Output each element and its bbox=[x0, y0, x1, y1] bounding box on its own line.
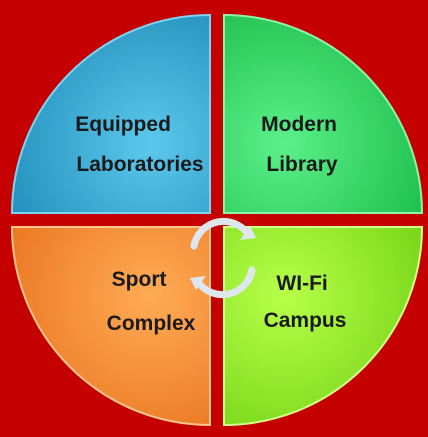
quadrant-bottom-left-label: Sport Complex bbox=[107, 268, 196, 335]
quadrant-bottom-left bbox=[10, 226, 211, 427]
quadrant-bottom-left-line-2: Complex bbox=[107, 312, 196, 335]
quadrant-top-right-line-2: Library bbox=[266, 153, 338, 176]
circular-arrows-icon bbox=[190, 217, 256, 299]
quadrant-bottom-right-line-1: WI-Fi bbox=[276, 272, 327, 295]
quadrant-top-left-label: Equipped Laboratories bbox=[75, 113, 203, 176]
quadrant-top-left bbox=[10, 13, 211, 214]
quadrant-bottom-right bbox=[223, 226, 424, 427]
quadrant-bottom-right-line-2: Campus bbox=[264, 309, 347, 332]
quadrant-top-right bbox=[223, 13, 424, 214]
quadrant-top-right-label: Modern Library bbox=[261, 113, 343, 176]
quadrant-bottom-left-line-1: Sport bbox=[112, 268, 167, 291]
quadrant-top-right-line-1: Modern bbox=[261, 113, 337, 136]
quadrant-top-left-line-1: Equipped bbox=[75, 113, 171, 136]
quadrant-top-left-line-2: Laboratories bbox=[76, 153, 203, 176]
quadrant-bottom-right-label: WI-Fi Campus bbox=[264, 272, 347, 332]
